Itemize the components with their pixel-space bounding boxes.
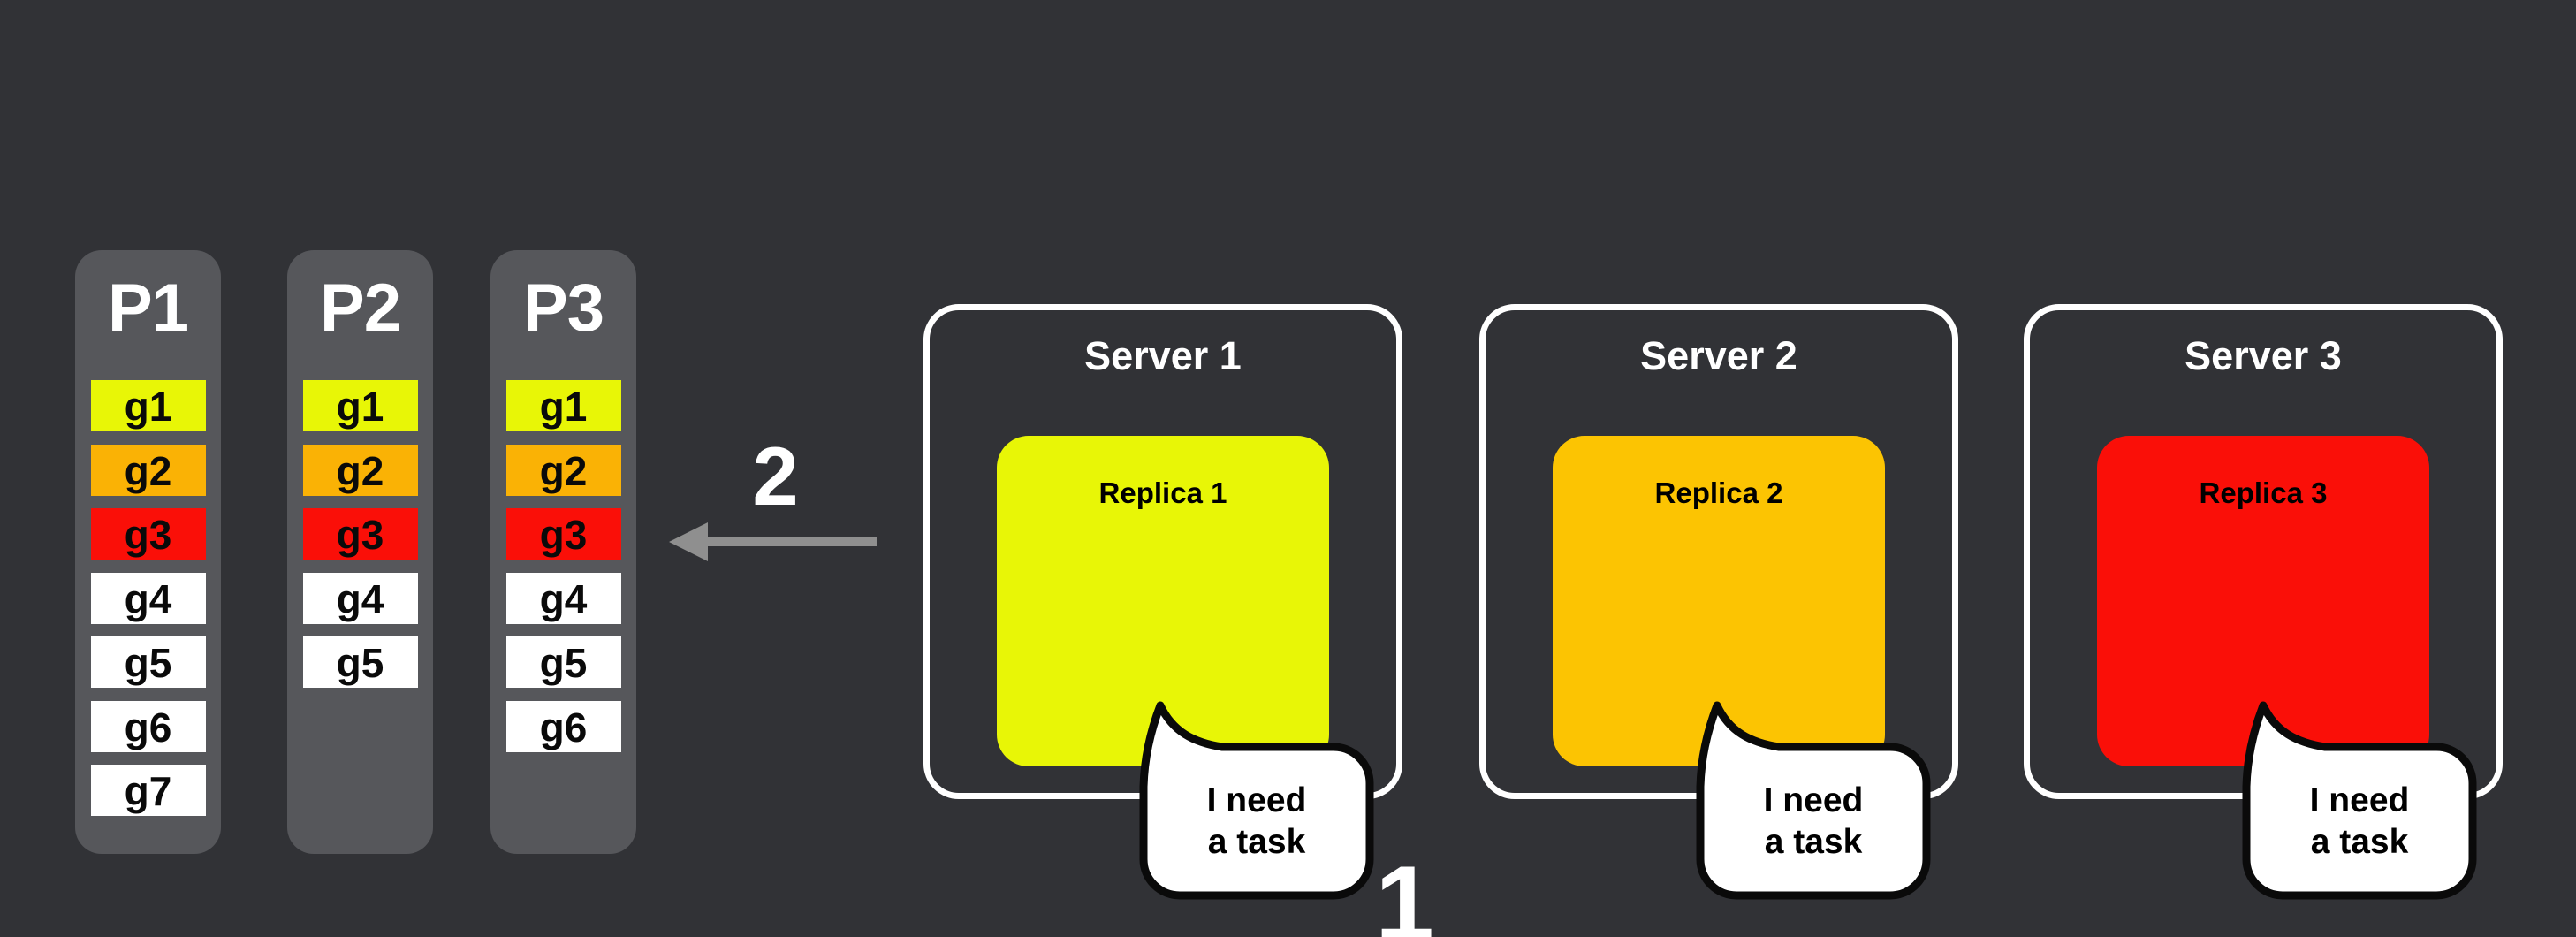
- task-tile-g2: g2: [302, 444, 418, 496]
- task-tile-g5: g5: [90, 636, 206, 688]
- task-tile-g7: g7: [90, 765, 206, 816]
- task-tile-g4: g4: [302, 572, 418, 624]
- speech-bubble-3-shape: [2242, 701, 2477, 900]
- task-tile-g4: g4: [505, 572, 621, 624]
- step-1-label: 1: [1375, 844, 1434, 937]
- task-tile-g1: g1: [302, 380, 418, 431]
- partition-p3: P3 g1 g2 g3 g4 g5 g6: [490, 250, 636, 854]
- task-tile-g4: g4: [90, 572, 206, 624]
- partition-p2-task-list: g1 g2 g3 g4 g5: [287, 380, 433, 688]
- speech-bubble-1-text: I need a task: [1206, 781, 1307, 861]
- replica-2-label: Replica 2: [1654, 476, 1783, 509]
- task-tile-g1: g1: [90, 380, 206, 431]
- server-1-title: Server 1: [1084, 333, 1242, 378]
- speech-bubble-3: I need a task: [2231, 698, 2496, 910]
- speech-bubble-2-shape: [1696, 701, 1931, 900]
- task-tile-g3: g3: [302, 508, 418, 560]
- server-2-title: Server 2: [1640, 333, 1797, 378]
- step-2-label: 2: [752, 430, 799, 522]
- server-3-title: Server 3: [2185, 333, 2342, 378]
- task-tile-g3: g3: [90, 508, 206, 560]
- partition-p1-title: P1: [108, 270, 189, 346]
- speech-bubble-2: I need a task: [1685, 698, 1950, 910]
- replica-1-label: Replica 1: [1098, 476, 1227, 509]
- task-tile-g6: g6: [505, 700, 621, 752]
- speech-bubble-1-shape: [1139, 701, 1374, 900]
- speech-bubble-2-text: I need a task: [1763, 781, 1864, 861]
- partition-p3-title: P3: [523, 270, 604, 346]
- task-tile-g5: g5: [302, 636, 418, 688]
- partition-p2: P2 g1 g2 g3 g4 g5: [287, 250, 433, 854]
- replica-3-label: Replica 3: [2199, 476, 2328, 509]
- task-tile-g6: g6: [90, 700, 206, 752]
- partition-p1: P1 g1 g2 g3 g4 g5 g6 g7: [75, 250, 221, 854]
- partition-p1-task-list: g1 g2 g3 g4 g5 g6 g7: [75, 380, 221, 816]
- task-tile-g5: g5: [505, 636, 621, 688]
- partition-p2-title: P2: [320, 270, 401, 346]
- task-tile-g3: g3: [505, 508, 621, 560]
- return-arrow-icon: [669, 522, 877, 561]
- task-tile-g2: g2: [505, 444, 621, 496]
- speech-bubble-3-text: I need a task: [2309, 781, 2410, 861]
- task-tile-g1: g1: [505, 380, 621, 431]
- speech-bubble-1: I need a task: [1128, 698, 1394, 910]
- task-tile-g2: g2: [90, 444, 206, 496]
- partition-p3-task-list: g1 g2 g3 g4 g5 g6: [490, 380, 636, 752]
